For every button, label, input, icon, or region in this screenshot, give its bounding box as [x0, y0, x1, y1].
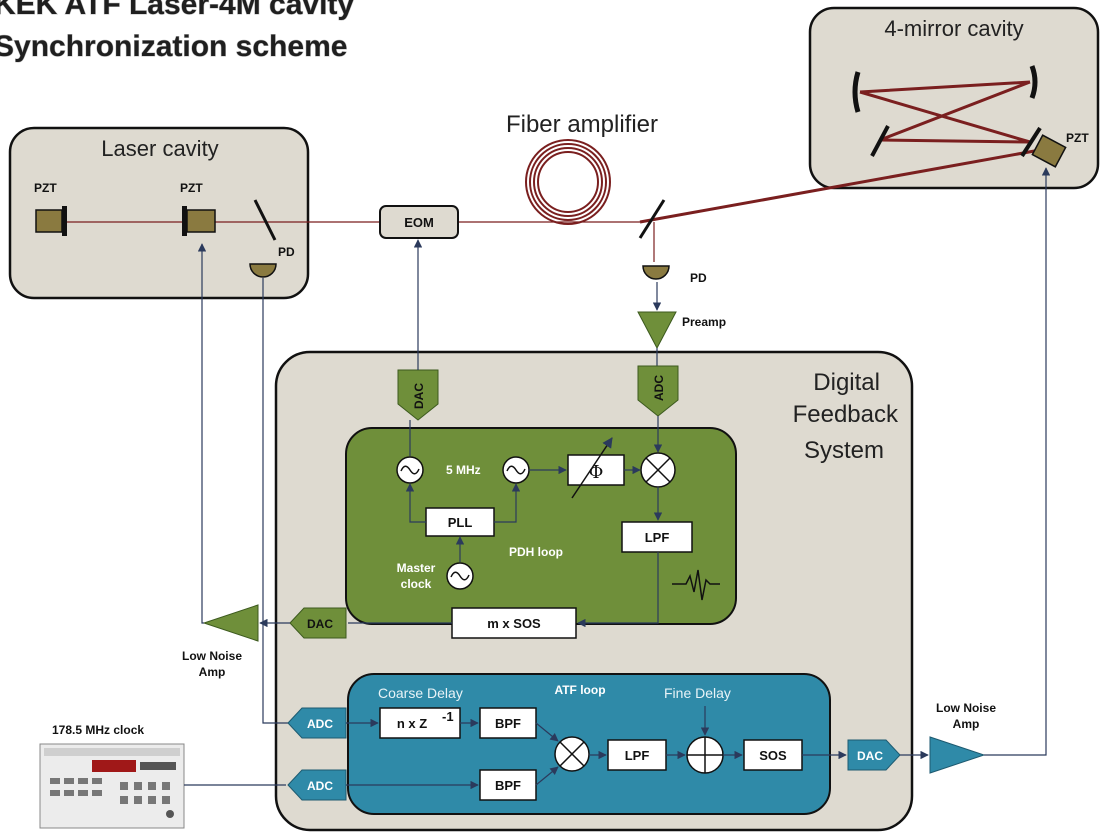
pzt-actuator-2	[186, 209, 216, 233]
clock-instrument-icon	[39, 743, 185, 829]
dac-left-block	[289, 607, 347, 639]
low-noise-amp-right-line1: Low Noise	[936, 701, 996, 715]
clock-instrument-label: 178.5 MHz clock	[52, 723, 144, 737]
low-noise-amp-left-line1: Low Noise	[182, 649, 242, 663]
pll-block	[425, 507, 495, 537]
osc-5mhz-label: 5 MHz	[446, 463, 481, 477]
wire-amp-pzt	[197, 243, 207, 624]
atf-loop-box	[347, 673, 831, 815]
fiber-coil-icon	[525, 139, 611, 225]
lpf-atf-label: LPF	[625, 748, 650, 763]
fine-delay-label: Fine Delay	[664, 685, 731, 701]
cavity-pzt-actuator	[1031, 134, 1067, 168]
phase-shifter-label: Φ	[589, 462, 604, 483]
bpf2-label: BPF	[495, 778, 521, 793]
mirror-2-icon	[182, 206, 187, 236]
laser-cavity-box	[8, 126, 310, 300]
sos-atf-block	[743, 739, 803, 771]
dfs-label-line3: System	[804, 437, 884, 464]
low-noise-amp-right-line2: Amp	[953, 717, 980, 731]
phase-shifter-block	[567, 454, 625, 486]
cavity-mirror-curved-2	[1029, 65, 1038, 99]
dac-left-label: DAC	[307, 617, 333, 631]
cavity-beam-path	[859, 80, 1031, 144]
sos-atf-label: SOS	[759, 748, 787, 763]
bpf1-block	[479, 707, 537, 739]
eom-label: EOM	[404, 215, 434, 230]
mirror-1-icon	[62, 206, 67, 236]
wire-lpf-sos	[577, 552, 659, 628]
fiber-amplifier-label: Fiber amplifier	[506, 111, 658, 138]
wire-pll-osc2	[494, 483, 521, 523]
title-line2: Synchronization scheme	[0, 30, 347, 63]
coarse-delay-label: Coarse Delay	[378, 685, 463, 701]
dac-top-block	[397, 369, 439, 421]
cavity-mirror-flat-2	[1020, 126, 1042, 158]
laser-cavity-label: Laser cavity	[101, 136, 218, 161]
coarse-delay-exponent: -1	[442, 709, 454, 724]
eom-box	[379, 205, 459, 239]
four-mirror-cavity-label: 4-mirror cavity	[884, 16, 1023, 41]
photodiode-main-icon	[642, 265, 670, 280]
wire-amp-cavity-pzt	[984, 167, 1051, 756]
lpf-pdh-block	[621, 521, 693, 553]
adc-left2-label: ADC	[307, 779, 333, 793]
lpf-atf-block	[607, 739, 667, 771]
photodiode-laser-icon	[249, 263, 277, 278]
mixer-pdh-icon	[640, 452, 676, 488]
dac-right-label: DAC	[857, 749, 883, 763]
dac-top-label: DAC	[412, 383, 426, 409]
amplified-beam-line	[639, 148, 1041, 224]
wire-bpf1-mixer	[535, 722, 559, 742]
low-noise-amp-right-icon	[929, 736, 986, 774]
adc-top-label: ADC	[652, 375, 666, 401]
master-clock-line1: Master	[397, 561, 436, 575]
pzt-actuator-1	[35, 209, 63, 233]
dfs-label-line1: Digital	[813, 369, 880, 396]
adder-icon	[686, 736, 724, 774]
oscillator-2-icon	[502, 456, 530, 484]
pll-label: PLL	[448, 515, 473, 530]
oscillator-1-icon	[396, 456, 424, 484]
m-sos-label: m x SOS	[487, 616, 541, 631]
low-noise-amp-left-line2: Amp	[199, 665, 226, 679]
cavity-pzt-label: PZT	[1066, 131, 1089, 145]
adc-top-block	[637, 365, 679, 417]
cavity-mirror-curved-1	[852, 71, 861, 113]
coarse-delay-block	[379, 707, 461, 739]
beam-splitter-icon	[253, 199, 277, 241]
phase-adjust-arrow	[571, 437, 613, 499]
m-sos-block	[451, 607, 577, 639]
pzt2-label: PZT	[180, 181, 203, 195]
preamp-icon	[637, 311, 677, 350]
title-line1: KEK ATF Laser-4M cavity	[0, 0, 354, 21]
pd-laser-label: PD	[278, 245, 295, 259]
mixer-atf-icon	[554, 736, 590, 772]
dac-right-block	[847, 739, 901, 771]
lpf-pdh-label: LPF	[645, 530, 670, 545]
pd-main-label: PD	[690, 271, 707, 285]
low-noise-amp-left-icon	[202, 604, 259, 642]
pzt1-label: PZT	[34, 181, 57, 195]
adc-left1-label: ADC	[307, 717, 333, 731]
atf-loop-label: ATF loop	[554, 683, 605, 697]
bpf1-label: BPF	[495, 716, 521, 731]
dfs-label-line2: Feedback	[793, 401, 899, 428]
error-signal-icon	[672, 569, 720, 601]
master-clock-line2: clock	[401, 577, 432, 591]
wire-pll-osc1	[405, 483, 426, 523]
cavity-mirror-flat-1	[870, 125, 890, 157]
pdh-loop-label: PDH loop	[509, 545, 563, 559]
beam-splitter-main-icon	[638, 199, 666, 239]
master-clock-oscillator-icon	[446, 562, 474, 590]
coarse-delay-block-label: n x Z	[397, 716, 427, 731]
preamp-label: Preamp	[682, 315, 726, 329]
wire-pd-adc	[262, 278, 288, 724]
wire-bpf2-mixer	[535, 766, 559, 786]
